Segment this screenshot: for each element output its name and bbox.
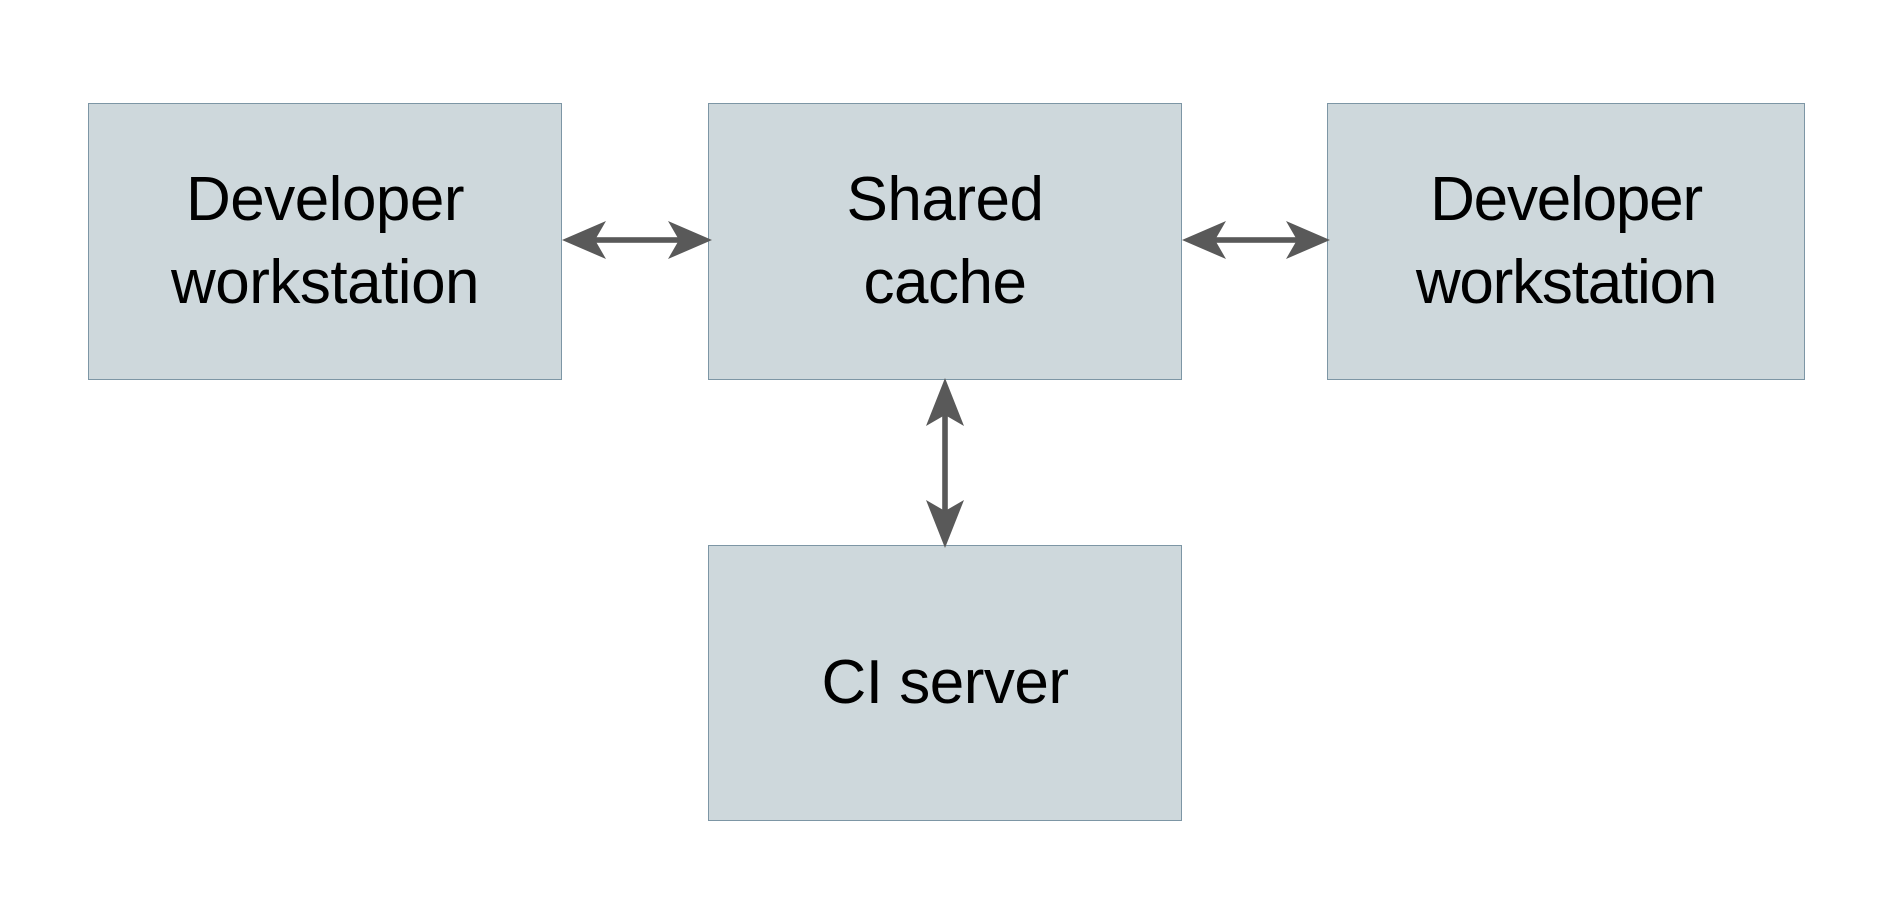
arrowhead-down-icon (926, 500, 964, 548)
node-label-developer-workstation-left: Developer workstation (170, 165, 480, 317)
arrow-shaft (1200, 237, 1312, 243)
arrow-shaft (942, 396, 948, 530)
edge-dev-left-shared-cache[interactable] (562, 212, 712, 268)
edge-ci-server-shared-cache[interactable] (917, 378, 973, 548)
arrowhead-up-icon (926, 378, 964, 426)
arrowhead-right-icon (668, 221, 712, 259)
node-label-developer-workstation-right: Developer workstation (1415, 165, 1718, 317)
arrowhead-left-icon (562, 221, 606, 259)
node-developer-workstation-right[interactable]: Developer workstation (1327, 103, 1805, 380)
node-label-ci-server: CI server (821, 647, 1069, 717)
node-shared-cache[interactable]: Shared cache (708, 103, 1182, 380)
arrowhead-left-icon (1182, 221, 1226, 259)
node-developer-workstation-left[interactable]: Developer workstation (88, 103, 562, 380)
node-ci-server[interactable]: CI server (708, 545, 1182, 821)
arrowhead-right-icon (1286, 221, 1330, 259)
arrow-shaft (580, 237, 694, 243)
node-label-shared-cache: Shared cache (846, 165, 1044, 317)
edge-shared-cache-dev-right[interactable] (1182, 212, 1330, 268)
